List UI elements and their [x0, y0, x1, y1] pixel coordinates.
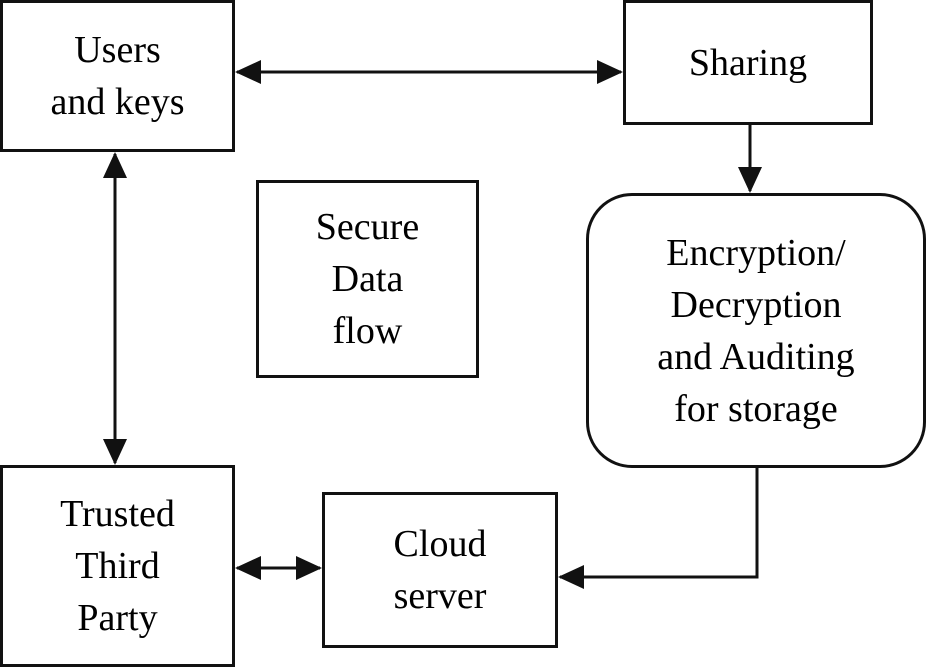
node-secure-data-flow-label: Secure Data flow [315, 206, 420, 352]
node-trusted-third-party: Trusted Third Party [0, 465, 235, 667]
node-users-and-keys: Users and keys [0, 0, 235, 152]
node-secure-data-flow: Secure Data flow [256, 180, 479, 378]
edge-encryption-cloud [558, 468, 759, 589]
node-sharing-label: Sharing [688, 41, 808, 84]
node-cloud-server-label: Cloud server [393, 523, 487, 617]
node-encryption-label: Encryption/ Decryption and Auditing for … [657, 231, 855, 430]
node-encryption-decryption-auditing: Encryption/ Decryption and Auditing for … [586, 193, 926, 468]
node-trusted-third-party-label: Trusted Third Party [60, 493, 175, 639]
node-sharing: Sharing [623, 0, 873, 125]
node-cloud-server: Cloud server [322, 492, 558, 648]
node-users-and-keys-label: Users and keys [50, 29, 185, 123]
